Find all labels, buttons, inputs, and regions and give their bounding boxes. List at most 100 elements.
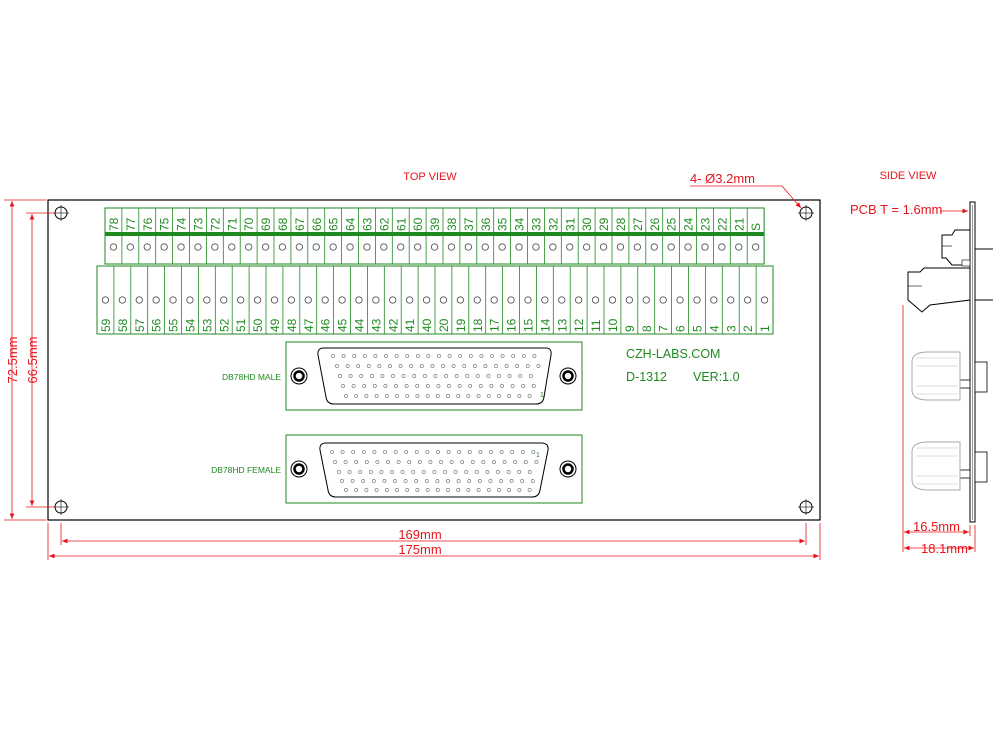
connector-pin xyxy=(490,354,494,358)
connector-pin xyxy=(330,450,334,454)
connector-pin xyxy=(456,394,461,398)
connector-pin xyxy=(390,470,394,474)
terminal-screw xyxy=(329,243,337,251)
connector-pin xyxy=(345,364,350,368)
connector-pin xyxy=(419,364,424,368)
connector-pin xyxy=(513,460,518,464)
connector-pin xyxy=(527,394,532,398)
terminal-screw xyxy=(744,296,752,304)
connector-pin xyxy=(437,354,441,358)
terminal-label-45: 45 xyxy=(336,318,350,332)
connector-pin xyxy=(474,470,479,474)
terminal-screw xyxy=(169,296,177,304)
connector-pin xyxy=(354,394,359,398)
connector-pin xyxy=(415,354,420,358)
connector-pin xyxy=(531,450,536,454)
connector-pin xyxy=(449,460,454,464)
db78-male-connector: 1 DB78HD MALE xyxy=(222,341,583,411)
connector-pin xyxy=(486,394,491,398)
terminal-label-55: 55 xyxy=(167,318,181,332)
terminal-screw xyxy=(456,296,464,304)
terminal-label-38: 38 xyxy=(445,217,459,231)
connector-pin xyxy=(435,394,440,398)
connector-pin xyxy=(394,384,398,388)
terminal-screw xyxy=(633,243,641,251)
hole-callout: 4- Ø3.2mm xyxy=(690,171,802,209)
connector-pin xyxy=(405,394,410,398)
connector-pin xyxy=(436,450,440,454)
terminal-screw xyxy=(186,296,194,304)
model-text: D-1312 xyxy=(626,370,667,384)
terminal-screw xyxy=(244,243,253,251)
connector-pin xyxy=(421,470,426,474)
connector-pin xyxy=(401,374,406,378)
terminal-screw xyxy=(701,243,709,251)
connector-pin xyxy=(483,364,488,368)
terminal-screw xyxy=(473,296,481,304)
terminal-label-62: 62 xyxy=(377,217,391,231)
connector-pin xyxy=(351,384,356,388)
connector-pin xyxy=(494,364,498,368)
connector-pin xyxy=(384,354,388,358)
male-connector-label: DB78HD MALE xyxy=(222,372,281,382)
connector-pin xyxy=(497,374,501,378)
connector-pin xyxy=(347,470,352,474)
connector-pin xyxy=(375,460,380,464)
connector-pin xyxy=(366,364,371,368)
connector-pin xyxy=(433,374,438,378)
terminal-label-77: 77 xyxy=(124,217,138,231)
connector-pin xyxy=(485,470,490,474)
connector-pin xyxy=(476,488,481,492)
terminal-label-23: 23 xyxy=(698,217,712,231)
connector-pin xyxy=(356,364,361,368)
terminal-label-50: 50 xyxy=(251,318,265,332)
connector-pin xyxy=(492,460,496,464)
connector-pin xyxy=(426,354,431,358)
connector-pin xyxy=(525,364,530,368)
terminal-screw xyxy=(498,243,506,251)
terminal-label-74: 74 xyxy=(175,217,189,231)
terminal-label-12: 12 xyxy=(572,318,586,332)
connector-pin xyxy=(534,460,539,464)
terminal-screw xyxy=(211,243,219,251)
connector-pin xyxy=(515,364,520,368)
connector-pin xyxy=(504,364,509,368)
connector-pin xyxy=(521,354,526,358)
connector-pin xyxy=(405,354,410,358)
connector-pin xyxy=(358,470,363,474)
connector-pin xyxy=(507,394,512,398)
connector-pin xyxy=(364,488,369,492)
terminal-label-32: 32 xyxy=(546,217,560,231)
terminal-screw xyxy=(667,243,675,251)
connector-pin xyxy=(468,354,473,358)
terminal-label-24: 24 xyxy=(682,217,696,231)
terminal-label-40: 40 xyxy=(420,318,434,332)
terminal-screw xyxy=(363,243,371,251)
connector-pin xyxy=(530,479,535,483)
terminal-screw xyxy=(575,296,583,304)
terminal-label-6: 6 xyxy=(674,325,688,332)
terminal-screw xyxy=(583,243,591,251)
terminal-screw xyxy=(228,243,236,251)
connector-pin xyxy=(404,384,409,388)
terminal-screw xyxy=(194,243,202,251)
terminal-label-60: 60 xyxy=(411,217,425,231)
terminal-label-16: 16 xyxy=(505,318,519,332)
connector-pin xyxy=(362,354,367,358)
connector-pin xyxy=(486,374,491,378)
connector-pin xyxy=(458,354,463,358)
terminal-screw xyxy=(304,296,312,304)
connector-pin xyxy=(497,488,501,492)
terminal-screw xyxy=(413,243,422,251)
connector-pin xyxy=(499,450,504,454)
connector-pin xyxy=(388,364,392,368)
connector-pin xyxy=(341,384,345,388)
connector-pin xyxy=(371,479,376,483)
hole-note: 4- Ø3.2mm xyxy=(690,171,755,186)
connector-pin xyxy=(359,374,364,378)
connector-pin xyxy=(395,394,399,398)
connector-pin xyxy=(409,364,414,368)
connector-pin xyxy=(462,364,467,368)
terminal-screw xyxy=(532,243,540,251)
terminal-screw xyxy=(397,243,405,251)
